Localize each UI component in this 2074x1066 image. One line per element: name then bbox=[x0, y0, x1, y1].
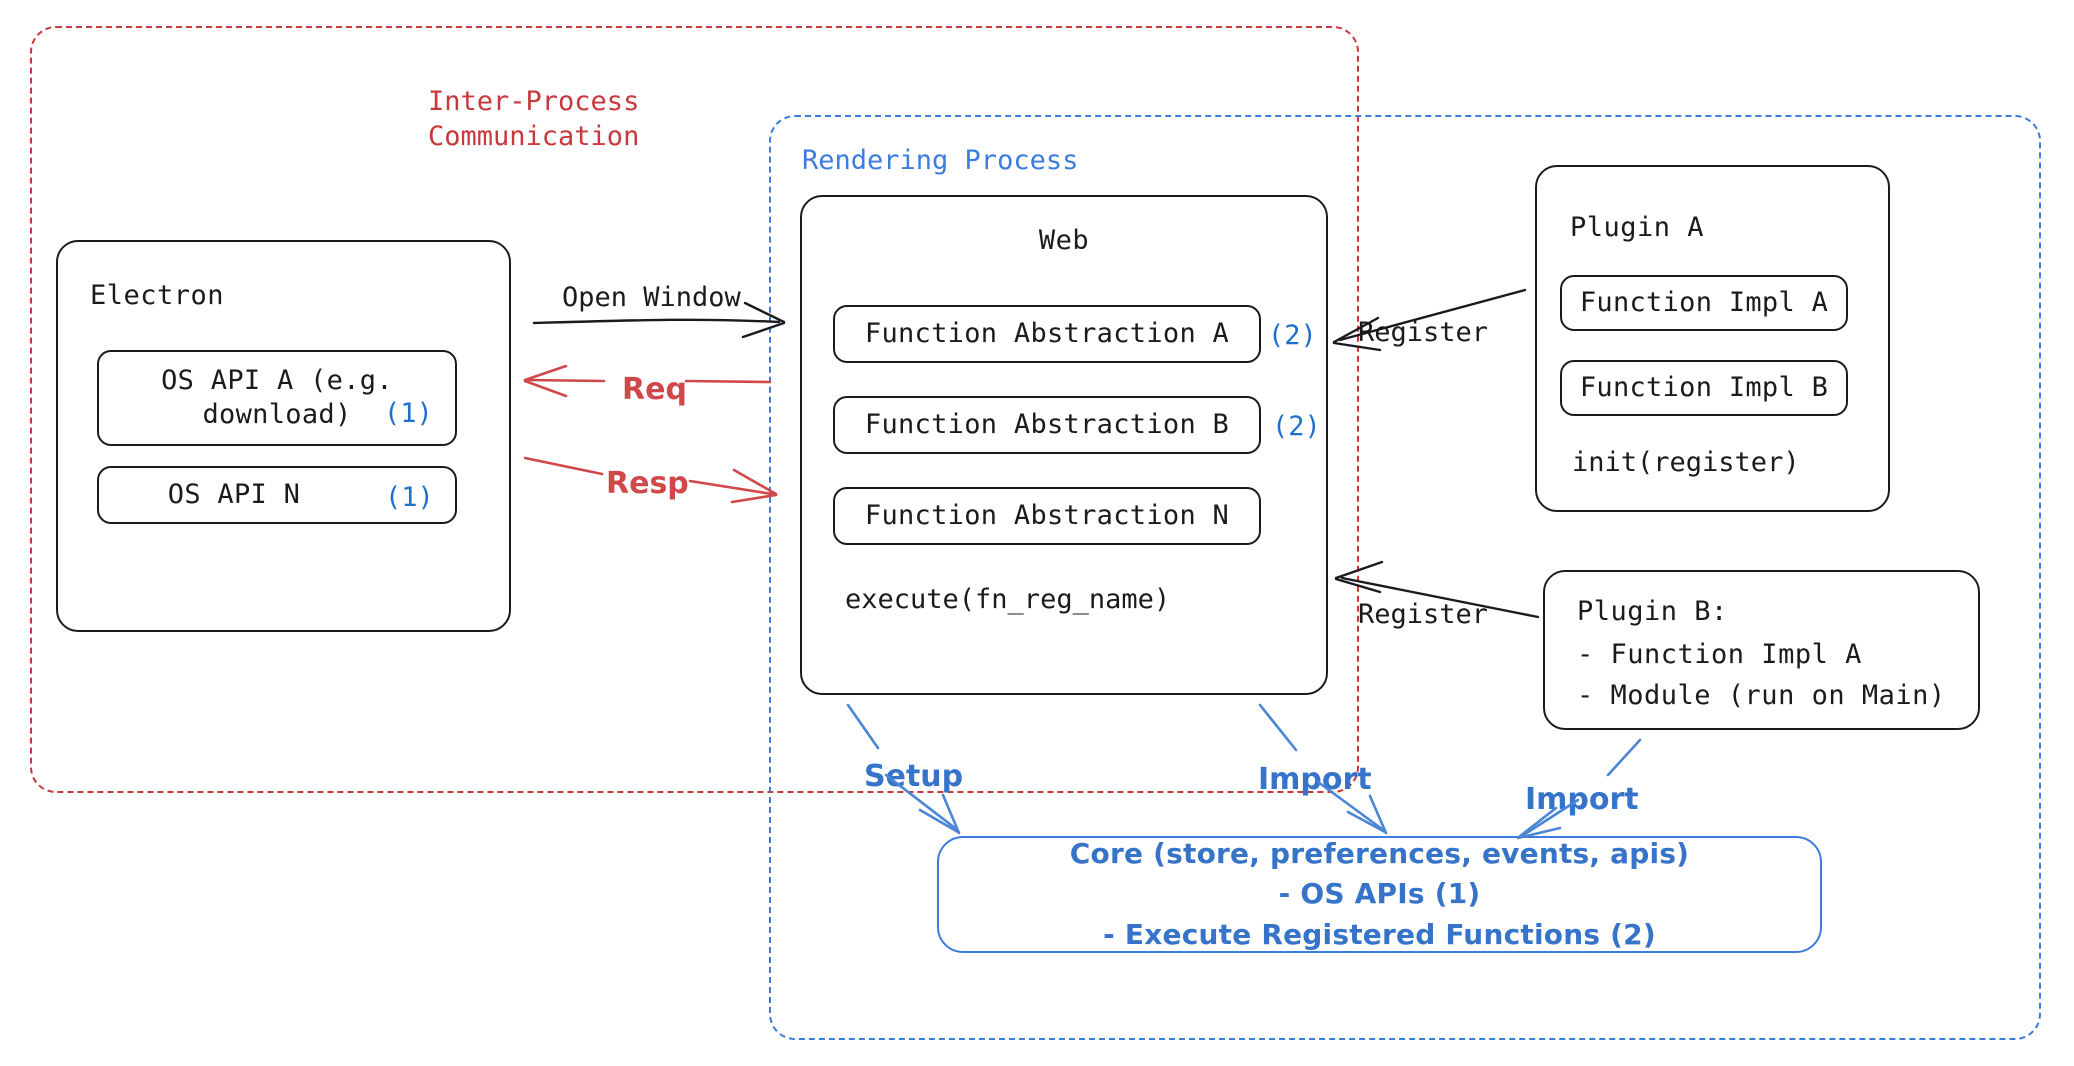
region-rendering-process-label: Rendering Process bbox=[802, 145, 1079, 176]
edge-label-open-window: Open Window bbox=[562, 282, 741, 313]
web-execute-label: execute(fn_reg_name) bbox=[845, 584, 1171, 615]
edge-label-register-b: Register bbox=[1358, 599, 1489, 630]
region-ipc-label: Inter-Process Communication bbox=[428, 86, 640, 153]
function-abstraction-n-label: Function Abstraction N bbox=[864, 500, 1230, 532]
plugin-a-init-label: init(register) bbox=[1572, 447, 1800, 478]
function-abstraction-b-marker: (2) bbox=[1272, 411, 1321, 442]
os-api-a-marker: (1) bbox=[384, 398, 433, 429]
edge-label-import-web: Import bbox=[1258, 762, 1372, 797]
function-abstraction-a-marker: (2) bbox=[1268, 320, 1317, 351]
plugin-b-box: Plugin B: - Function Impl A - Module (ru… bbox=[1543, 570, 1980, 730]
electron-title: Electron bbox=[90, 280, 225, 311]
function-impl-b-label: Function Impl B bbox=[1579, 372, 1829, 404]
edge-label-req: Req bbox=[622, 372, 687, 407]
region-rendering-process bbox=[769, 115, 2041, 1040]
function-impl-a-label: Function Impl A bbox=[1579, 287, 1829, 319]
os-api-n-box[interactable]: OS API N bbox=[97, 466, 457, 524]
edge-label-setup: Setup bbox=[864, 759, 964, 794]
os-api-a-box[interactable]: OS API A (e.g. download) bbox=[97, 350, 457, 446]
plugin-a-title: Plugin A bbox=[1570, 212, 1705, 243]
plugin-b-title: Plugin B: bbox=[1577, 596, 1728, 627]
region-inter-process-communication bbox=[30, 26, 1359, 793]
edge-label-resp: Resp bbox=[606, 466, 689, 501]
edge-label-import-plugin: Import bbox=[1525, 782, 1639, 817]
function-abstraction-a-box[interactable]: Function Abstraction A bbox=[833, 305, 1261, 363]
plugin-b-line-1: - Function Impl A bbox=[1577, 639, 1862, 670]
web-title: Web bbox=[1038, 225, 1090, 256]
function-abstraction-a-label: Function Abstraction A bbox=[864, 318, 1230, 350]
function-abstraction-b-label: Function Abstraction B bbox=[864, 409, 1230, 441]
plugin-b-line-2: - Module (run on Main) bbox=[1577, 680, 1946, 711]
function-abstraction-b-box[interactable]: Function Abstraction B bbox=[833, 396, 1261, 454]
function-impl-a-box[interactable]: Function Impl A bbox=[1560, 275, 1848, 331]
os-api-n-marker: (1) bbox=[385, 482, 434, 513]
function-impl-b-box[interactable]: Function Impl B bbox=[1560, 360, 1848, 416]
edge-label-register-a: Register bbox=[1358, 317, 1489, 348]
os-api-a-label: OS API A (e.g. download) bbox=[161, 365, 393, 430]
core-text: Core (store, preferences, events, apis) … bbox=[1069, 836, 1690, 951]
plugin-a-box: Plugin A bbox=[1535, 165, 1890, 512]
function-abstraction-n-box[interactable]: Function Abstraction N bbox=[833, 487, 1261, 545]
os-api-n-label: OS API N bbox=[167, 479, 301, 511]
core-box: Core (store, preferences, events, apis) … bbox=[937, 836, 1822, 953]
